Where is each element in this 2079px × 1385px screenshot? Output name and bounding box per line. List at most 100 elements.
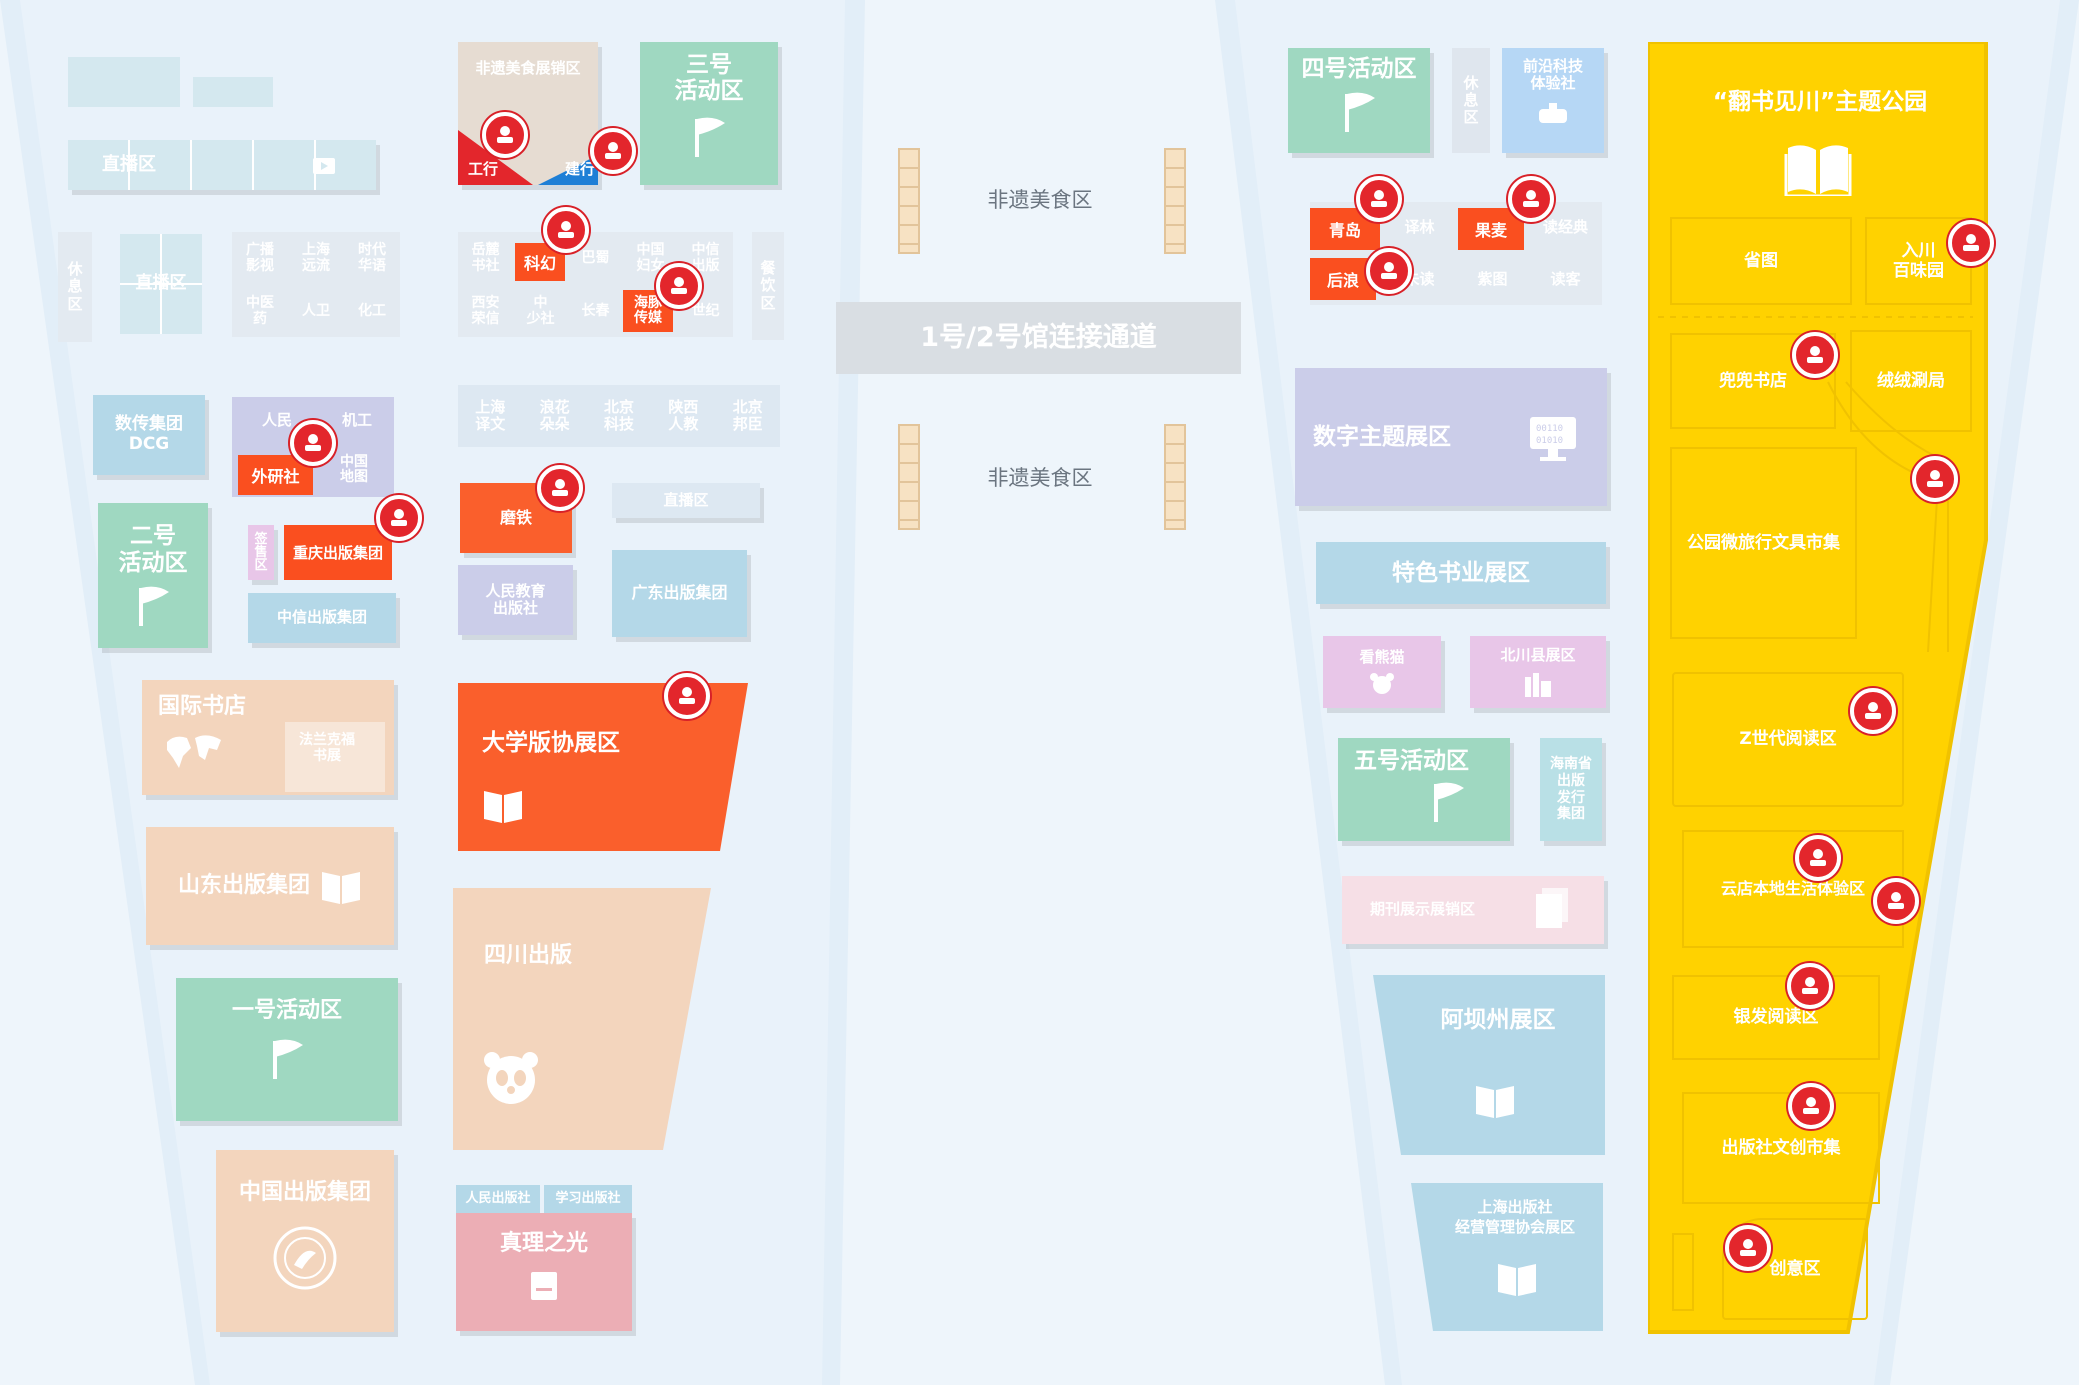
booth-houlang[interactable]: 后浪 [1310, 258, 1376, 300]
booth-zhongguo-funv[interactable]: 中国 妇女 [636, 242, 665, 275]
specialty-book-zone[interactable]: 特色书业展区 [1316, 542, 1606, 604]
hainan-group[interactable]: 海南省 出版 发行 集团 [1540, 738, 1602, 841]
booth-dujingdian[interactable]: 读经典 [1542, 218, 1588, 237]
rest-zone-left[interactable]: 休 息 区 [58, 232, 92, 342]
icbc-booth[interactable]: 工行 [468, 160, 499, 178]
rongrong-hotpot[interactable]: 绒绒涮局 [1850, 330, 1972, 432]
catering-zone[interactable]: 餐 饮 区 [752, 232, 784, 340]
activity-zone-5[interactable]: 五号活动区 [1338, 738, 1510, 841]
booth-zitu[interactable]: 紫图 [1477, 269, 1508, 288]
sichuan-food-garden[interactable]: 入川 百味园 [1865, 217, 1972, 305]
booth-qingdao[interactable]: 青岛 [1310, 208, 1380, 250]
booth-zhongyiyao[interactable]: 中医 药 [246, 294, 274, 327]
china-publishing-group[interactable]: 中国出版集团 [216, 1150, 394, 1332]
booth-pep[interactable]: 人民教育 出版社 [458, 565, 573, 635]
booth-huagong[interactable]: 化工 [358, 302, 386, 319]
booth-shaanxi-renjiao[interactable]: 陕西 人教 [668, 397, 699, 433]
shandong-group-label: 山东出版集团 [177, 873, 310, 899]
live-zone-1-label: 直播区 [102, 153, 156, 175]
genz-reading-zone[interactable]: Z世代阅读区 [1672, 672, 1904, 807]
ccb-booth[interactable]: 建行 [565, 160, 596, 178]
shanghai-publishers-assoc[interactable]: 上海出版社 经营管理协会展区 [1454, 1198, 1575, 1236]
stamp-pin-icon[interactable] [1912, 456, 1958, 502]
stamp-pin-icon[interactable] [1356, 176, 1402, 222]
stamp-pin-icon[interactable] [290, 420, 336, 466]
silver-reading-zone[interactable]: 银发阅读区 [1672, 975, 1880, 1060]
frankfurt-book-fair[interactable]: 法兰克福 书展 [285, 722, 385, 792]
stamp-pin-icon[interactable] [482, 112, 528, 158]
stamp-pin-icon[interactable] [1873, 878, 1919, 924]
booth-zhongshao[interactable]: 中 少社 [526, 294, 555, 327]
panda-watch-booth[interactable]: 看熊猫 [1323, 636, 1441, 708]
booth-shidai[interactable]: 时代 华语 [358, 242, 386, 275]
stamp-pin-icon[interactable] [1788, 1083, 1834, 1129]
dcg-booth[interactable]: 数传集团 DCG [93, 395, 205, 475]
booth-zhongxin-cb[interactable]: 中信 出版 [691, 242, 720, 275]
booth-shanghai-yuanliu[interactable]: 上海 远流 [302, 242, 330, 275]
activity-zone-3[interactable]: 三号 活动区 [640, 42, 778, 185]
booth-guangdong[interactable]: 广东出版集团 [612, 550, 747, 637]
signing-zone[interactable]: 签 售 区 [248, 525, 274, 580]
creative-zone[interactable]: 创意区 [1722, 1218, 1868, 1320]
booth-yuelu[interactable]: 岳麓 书社 [471, 242, 500, 275]
booth-shanghai-yiwen[interactable]: 上海 译文 [475, 397, 506, 433]
stamp-pin-icon[interactable] [1792, 332, 1838, 378]
shandong-group[interactable]: 山东出版集团 [146, 827, 394, 945]
publisher-cultural-market[interactable]: 出版社文创市集 [1682, 1092, 1880, 1204]
live-zone-1[interactable]: 直播区 [68, 140, 376, 190]
booth-beijing-keji[interactable]: 北京 科技 [603, 397, 634, 433]
booth-shiji[interactable]: 世纪 [691, 302, 720, 319]
stamp-pin-icon[interactable] [537, 465, 583, 511]
sichuan-publishing[interactable]: 四川出版 [484, 943, 573, 968]
booth-fltrp[interactable]: 外研社 [238, 455, 313, 495]
activity-zone-1[interactable]: 一号活动区 [176, 978, 398, 1121]
stamp-pin-icon[interactable] [590, 128, 636, 174]
booth-duke[interactable]: 读客 [1550, 269, 1581, 288]
booth-people-publishing[interactable]: 人民出版社 [456, 1185, 540, 1213]
booth-chongqing[interactable]: 重庆出版集团 [284, 525, 392, 580]
stamp-pin-icon[interactable] [656, 263, 702, 309]
university-press-zone[interactable]: 大学版协展区 [482, 730, 620, 756]
booth-jigong[interactable]: 机工 [342, 411, 373, 429]
booth-langhua[interactable]: 浪花 朵朵 [539, 397, 570, 433]
booth-renmin[interactable]: 人民 [262, 411, 293, 429]
zhenli-zhiguang[interactable]: 真理之光 [456, 1213, 632, 1331]
booth-changchun[interactable]: 长春 [581, 302, 610, 319]
provincial-library[interactable]: 省图 [1670, 217, 1852, 305]
booth-weidu[interactable]: 未读 [1404, 269, 1435, 288]
beichuan-zone[interactable]: 北川县展区 [1470, 636, 1606, 708]
stamp-pin-icon[interactable] [1366, 248, 1412, 294]
aba-prefecture-zone[interactable]: 阿坝州展区 [1440, 1007, 1556, 1033]
booth-china-map[interactable]: 中国 地图 [340, 454, 368, 486]
stamp-pin-icon[interactable] [1725, 1225, 1771, 1271]
booth-xuexi[interactable]: 学习出版社 [544, 1185, 632, 1213]
booth-guangbo[interactable]: 广播 影视 [246, 242, 274, 275]
booth-bashu[interactable]: 巴蜀 [581, 250, 610, 267]
booth-beijing-bangchen[interactable]: 北京 邦臣 [732, 397, 763, 433]
stamp-pin-icon[interactable] [664, 673, 710, 719]
rest-zone-right[interactable]: 休 息 区 [1452, 48, 1490, 153]
booth-renwei[interactable]: 人卫 [302, 302, 330, 319]
live-zone-2[interactable]: 直播区 [120, 234, 202, 334]
stamp-pin-icon[interactable] [1795, 835, 1841, 881]
booth-guomai[interactable]: 果麦 [1458, 208, 1524, 250]
stamp-pin-icon[interactable] [543, 207, 589, 253]
feiyi-food-zone-bottom[interactable]: 非遗美食区 [987, 466, 1093, 490]
park-stationery-market[interactable]: 公园微旅行文具市集 [1670, 447, 1857, 639]
activity-zone-4[interactable]: 四号活动区 [1288, 48, 1430, 153]
cloud-store-life-zone[interactable]: 云店本地生活体验区 [1682, 830, 1904, 948]
doudou-bookstore[interactable]: 兜兜书店 [1670, 333, 1836, 429]
activity-zone-2[interactable]: 二号 活动区 [98, 503, 208, 648]
booth-yilin[interactable]: 译林 [1404, 218, 1435, 237]
live-zone-3[interactable]: 直播区 [612, 483, 760, 518]
booth-xian-rongxin[interactable]: 西安 荣信 [471, 294, 500, 327]
feiyi-food-zone-top[interactable]: 非遗美食区 [987, 188, 1093, 212]
stamp-pin-icon[interactable] [1508, 176, 1554, 222]
stamp-pin-icon[interactable] [376, 495, 422, 541]
stamp-pin-icon[interactable] [1787, 963, 1833, 1009]
stamp-pin-icon[interactable] [1948, 220, 1994, 266]
frontier-tech-lab[interactable]: 前沿科技 体验社 [1502, 48, 1604, 153]
booth-citic-group[interactable]: 中信出版集团 [248, 593, 396, 643]
stamp-pin-icon[interactable] [1850, 688, 1896, 734]
booth-kehuan[interactable]: 科幻 [515, 243, 565, 281]
